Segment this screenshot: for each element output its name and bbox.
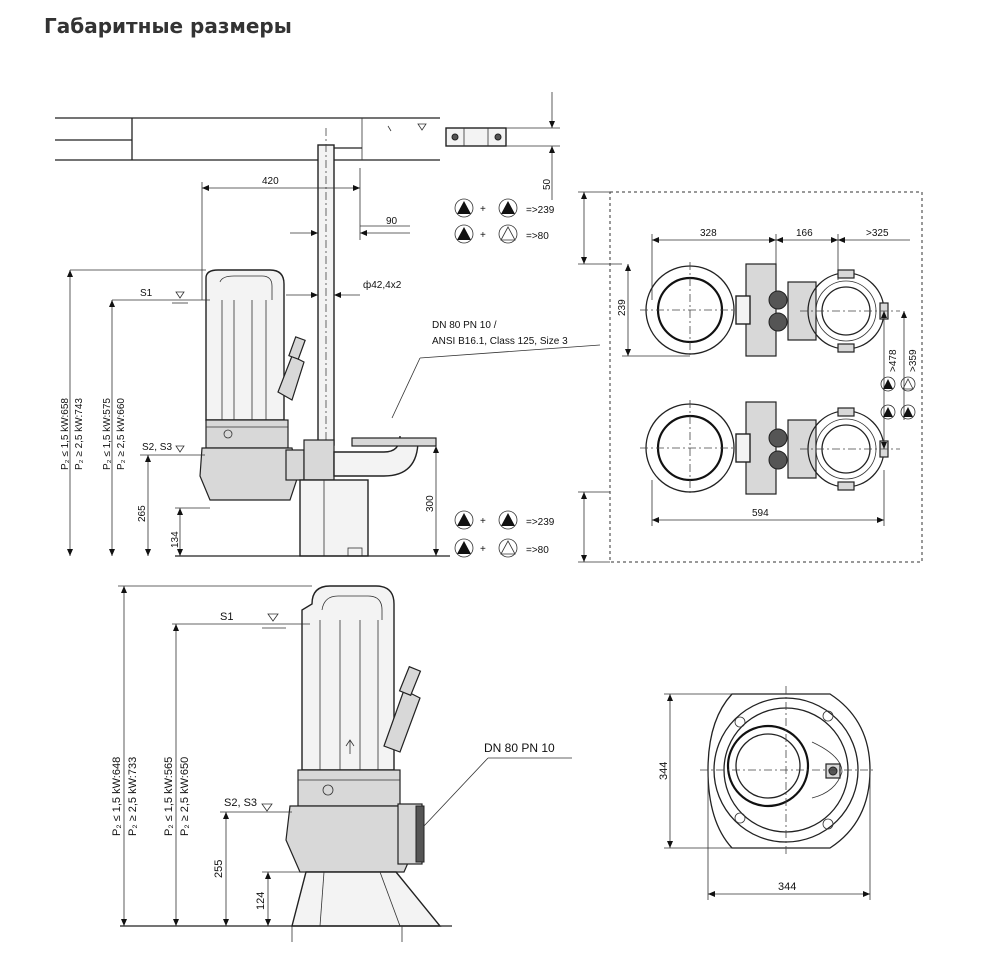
page-title: Габаритные размеры: [44, 14, 292, 38]
svg-text:+: +: [480, 230, 486, 241]
dim-p2-le15-648: P₂ ≤ 1,5 kW:648: [111, 757, 123, 836]
legend-bottom: + =>239 + =>80: [454, 510, 555, 558]
flange-spec-bottom: DN 80 PN 10: [484, 741, 555, 755]
plan-view: + =>239 + =>80 + =>239 + =>80 328 166 >3…: [454, 191, 923, 563]
rail-bracket-detail: 50: [445, 92, 560, 200]
base-plan-view: 344 344: [658, 686, 876, 900]
dim-p2-ge25-650: P₂ ≥ 2,5 kW:650: [179, 757, 191, 836]
dim-p2-le15-658: P₂ ≤ 1,5 kW:658: [60, 398, 71, 470]
dim-p2-le15-575: P₂ ≤ 1,5 kW:575: [102, 398, 113, 470]
level-s1: S1: [140, 288, 153, 299]
dim-166: 166: [796, 228, 813, 239]
dim-124: 124: [255, 892, 267, 910]
dim-359: >359: [908, 349, 919, 372]
dim-478: >478: [888, 349, 899, 372]
legend-bottom-80: =>80: [526, 545, 549, 556]
legend-right: [880, 376, 916, 420]
dim-594: 594: [752, 508, 769, 519]
dim-p2-le15-565: P₂ ≤ 1,5 kW:565: [163, 757, 175, 836]
legend-bottom-239: =>239: [526, 517, 555, 528]
level-s2-s3: S2, S3: [142, 442, 172, 453]
dim-p2-ge25-743: P₂ ≥ 2,5 kW:743: [74, 398, 85, 470]
svg-text:+: +: [480, 544, 486, 555]
side-view-guide-rail: 420 90 ф42,4x2: [55, 117, 601, 557]
plan-pump-lower: [640, 400, 900, 496]
dim-300: 300: [425, 495, 436, 512]
dim-p2-ge25-733: P₂ ≥ 2,5 kW:733: [127, 757, 139, 836]
dim-p2-ge25-660: P₂ ≥ 2,5 kW:660: [116, 398, 127, 470]
svg-text:+: +: [480, 204, 486, 215]
dim-50: 50: [542, 178, 553, 190]
flange-spec-line1: DN 80 PN 10 /: [432, 320, 497, 331]
dim-255: 255: [213, 860, 225, 878]
flange-spec-line2: ANSI B16.1, Class 125, Size 3: [432, 336, 568, 347]
dim-pipe-diameter: ф42,4x2: [363, 279, 402, 291]
dim-420: 420: [262, 176, 279, 187]
legend-top-239: =>239: [526, 205, 555, 216]
side-view-freestanding: S1 S2, S3 P₂ ≤ 1,5 kW:648 P₂ ≥ 2,5 kW:73…: [111, 585, 572, 942]
dim-344-vertical: 344: [658, 762, 670, 780]
dim-134: 134: [170, 531, 181, 548]
level-s1-bottom: S1: [220, 611, 233, 623]
dim-239: 239: [617, 299, 628, 316]
dim-344-horizontal: 344: [778, 881, 796, 893]
dim-328: 328: [700, 228, 717, 239]
dim-265: 265: [137, 505, 148, 522]
dim-325: >325: [866, 228, 889, 239]
legend-top-80: =>80: [526, 231, 549, 242]
svg-text:+: +: [480, 516, 486, 527]
dim-90: 90: [386, 216, 398, 227]
level-s2-s3-bottom: S2, S3: [224, 797, 257, 809]
legend-top: + =>239 + =>80: [454, 198, 555, 244]
plan-pump-upper: [640, 262, 900, 358]
